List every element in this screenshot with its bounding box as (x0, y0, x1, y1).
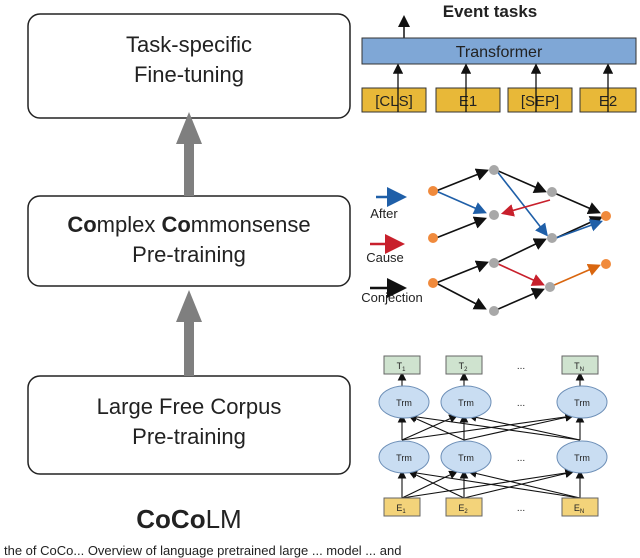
token-e1-label: E1 (459, 93, 477, 110)
trm-dots: ... (517, 398, 525, 409)
token-cls-label: [CLS] (375, 93, 413, 110)
legend-conjunction: Conjection (361, 290, 422, 305)
legend-cause: Cause (366, 250, 404, 265)
commonsense-graph (428, 165, 611, 316)
stage-arrow-lower (176, 290, 202, 376)
trm-label: Trm (458, 453, 474, 463)
co-rest-2: mmonsense (191, 212, 311, 237)
finetune-line2: Fine-tuning (134, 62, 244, 87)
output-sub-1: 1 (402, 367, 406, 373)
svg-text:E1: E1 (396, 503, 406, 515)
finetune-box: Task-specific Fine-tuning (27, 13, 351, 119)
token-cls (361, 87, 427, 113)
output-box-1 (383, 355, 421, 375)
commonsense-line2: Pre-training (132, 242, 246, 267)
trm-node (556, 440, 608, 474)
trm-node (440, 440, 492, 474)
graph-node (547, 233, 557, 243)
co-bold-1: Co (67, 212, 96, 237)
graph-node (489, 306, 499, 316)
corpus-line1: Large Free Corpus (97, 394, 282, 419)
token-e1 (435, 87, 501, 113)
event-tasks-panel: Event tasks Transformer [CLS] E1 [SEP] E… (361, 2, 637, 113)
trm-label: Trm (574, 453, 590, 463)
input-dots: ... (517, 503, 525, 514)
graph-node (601, 211, 611, 221)
commonsense-line1: Complex Commonsense (67, 212, 310, 237)
svg-text:TN: TN (574, 361, 584, 373)
graph-node (428, 186, 438, 196)
event-tasks-title: Event tasks (443, 2, 538, 21)
input-sub-n: N (580, 509, 584, 515)
output-sub-2: 2 (464, 367, 468, 373)
transformer-label: Transformer (456, 44, 543, 61)
graph-legend: After Cause Conjection (361, 187, 423, 305)
graph-node (547, 187, 557, 197)
model-name-rest: LM (206, 504, 242, 534)
graph-node (545, 282, 555, 292)
trm-label: Trm (574, 398, 590, 408)
graph-node (489, 165, 499, 175)
model-name: CoCoLM (136, 504, 241, 534)
graph-node (428, 233, 438, 243)
input-sub-2: 2 (464, 509, 468, 515)
corpus-box: Large Free Corpus Pre-training (27, 375, 351, 475)
svg-text:T1: T1 (397, 361, 407, 373)
trm-node (440, 385, 492, 419)
bert-architecture: T1 T2 ... TN Trm Trm Trm ... Trm Trm Trm… (378, 355, 608, 517)
input-label-1: E (396, 503, 402, 513)
svg-text:E2: E2 (458, 503, 468, 515)
input-box-n (561, 497, 599, 517)
input-label-2: E (458, 503, 464, 513)
finetune-line1: Task-specific (126, 32, 252, 57)
legend-after: After (370, 206, 398, 221)
trm-dots: ... (517, 453, 525, 464)
commonsense-box: Complex Commonsense Pre-training (27, 195, 351, 287)
co-bold-2: Co (161, 212, 190, 237)
trm-node (378, 440, 430, 474)
token-sep-label: [SEP] (521, 93, 559, 110)
trm-label: Trm (396, 453, 412, 463)
output-box-2 (445, 355, 483, 375)
output-label-2: T (459, 361, 465, 371)
co-rest-1: mplex (97, 212, 162, 237)
transformer-bar (361, 37, 637, 65)
svg-text:EN: EN (574, 503, 584, 515)
stage-arrow-upper (176, 112, 202, 196)
graph-node (601, 259, 611, 269)
figure-caption: the of CoCo... Overview of language pret… (4, 543, 401, 558)
graph-node (489, 258, 499, 268)
output-box-n (561, 355, 599, 375)
trm-node (556, 385, 608, 419)
output-label-n: T (574, 361, 580, 371)
model-name-bold: CoCo (136, 504, 205, 534)
input-sub-1: 1 (402, 509, 406, 515)
output-sub-n: N (580, 367, 584, 373)
output-dots: ... (517, 361, 525, 372)
trm-label: Trm (458, 398, 474, 408)
input-box-1 (383, 497, 421, 517)
svg-text:T2: T2 (459, 361, 469, 373)
trm-node (378, 385, 430, 419)
trm-label: Trm (396, 398, 412, 408)
token-sep (507, 87, 573, 113)
output-label-1: T (397, 361, 403, 371)
graph-node (428, 278, 438, 288)
corpus-line2: Pre-training (132, 424, 246, 449)
input-label-n: E (574, 503, 580, 513)
graph-node (489, 210, 499, 220)
input-box-2 (445, 497, 483, 517)
